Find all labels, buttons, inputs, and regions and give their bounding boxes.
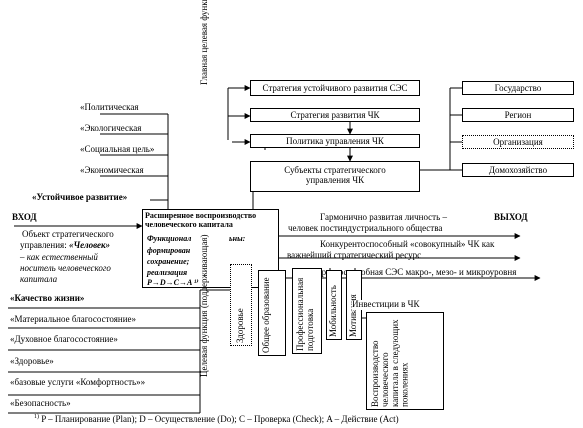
organization-box: Организация <box>462 135 574 149</box>
quality-comfort: «базовые услуги «Комфортность»» <box>10 377 146 387</box>
quality-material: «Материальное благосостояние» <box>10 314 137 324</box>
region-box: Регион <box>462 108 574 122</box>
central-line2: формирован <box>147 246 191 255</box>
central-line1b: ьны: <box>229 234 246 243</box>
reproduction-text: Воспроизводство человеческого капитала в… <box>370 319 410 407</box>
mobility-box: Мобильность <box>326 270 342 340</box>
object-line-5: капитала <box>20 274 58 284</box>
goal-political: «Политическая <box>80 102 139 112</box>
state-text: Государство <box>494 83 542 93</box>
subjects-box: Субъекты стратегического управления ЧК <box>250 161 420 192</box>
health-text: Здоровье <box>235 308 245 343</box>
output-competitive-ses: Конкурентоспособная СЭС макро-, мезо- и … <box>298 267 517 277</box>
organization-text: Организация <box>493 137 543 147</box>
footnote: 1) P – Планирование (Plan); D – Осуществ… <box>34 414 399 425</box>
household-text: Домохозяйство <box>488 165 548 175</box>
education-box: Общее образование <box>258 270 286 356</box>
health-box: Здоровье <box>230 264 252 346</box>
quality-safety: «Безопасность» <box>10 398 71 408</box>
state-box: Государство <box>462 81 574 95</box>
strategy-hc-text: Стратегия развития ЧК <box>290 110 380 120</box>
policy-hc-box: Политика управления ЧК <box>250 134 420 148</box>
central-title: Расширенное воспроизводство человеческог… <box>145 211 257 230</box>
output-competitive-hc-2: важнейший стратегический ресурс <box>287 250 422 260</box>
education-text: Общее образование <box>261 277 271 353</box>
region-text: Регион <box>504 110 532 120</box>
strategy-hc-box: Стратегия развития ЧК <box>250 108 420 122</box>
object-line-3: – как естественный <box>20 252 98 262</box>
central-line5: P→D→C→A ¹⁾ <box>147 278 199 287</box>
goal-social: «Социальная цель» <box>80 144 155 154</box>
policy-hc-text: Политика управления ЧК <box>286 136 384 146</box>
quality-of-life-label: «Качество жизни» <box>10 293 85 303</box>
goal-ecological: «Экологическая <box>80 123 142 133</box>
quality-health: «Здоровье» <box>10 356 54 366</box>
object-line-4: носитель человеческого <box>20 263 111 273</box>
output-competitive-hc-1: Конкурентоспособный «совокупный» ЧК как <box>320 239 495 249</box>
output-harmonious-1: Гармонично развитая личность – <box>320 212 447 222</box>
household-box: Домохозяйство <box>462 163 574 177</box>
output-harmonious-2: человек постиндустриального общества <box>288 223 443 233</box>
central-line4: реализация <box>147 268 188 277</box>
input-label: ВХОД <box>12 212 37 222</box>
central-line3: сохранение; <box>147 257 190 266</box>
goal-economic: «Экономическая <box>80 165 144 175</box>
object-line-2a: управления: <box>20 240 69 250</box>
professional-box: Профессиональная подготовка <box>292 268 322 354</box>
main-function-label: Главная целевая функция (управляющая) <box>199 0 209 85</box>
central-reproduction-box: Расширенное воспроизводство человеческог… <box>142 209 279 288</box>
professional-text: Профессиональная подготовка <box>295 277 315 351</box>
object-line-2: управления: «Человек» <box>20 240 111 251</box>
quality-spiritual: «Духовное благосостояние» <box>10 334 118 344</box>
footnote-sup: 1) <box>34 414 39 420</box>
mobility-text: Мобильность <box>328 285 338 337</box>
target-function-label: Целевая функция (поддерживающая) <box>199 234 209 377</box>
strategy-sustainable-box: Стратегия устойчивого развития СЭС <box>250 80 420 96</box>
subjects-text: Субъекты стратегического управления ЧК <box>284 165 386 186</box>
object-person: «Человек» <box>68 240 111 250</box>
reproduction-box: Воспроизводство человеческого капитала в… <box>366 312 444 410</box>
sustainable-development-label: «Устойчивое развитие» <box>32 192 128 202</box>
central-line1: Функционал <box>147 234 192 243</box>
footnote-text: P – Планирование (Plan); D – Осуществлен… <box>41 414 399 424</box>
investments-label: Инвестиции в ЧК <box>352 299 420 310</box>
strategy-sustainable-text: Стратегия устойчивого развития СЭС <box>262 83 408 93</box>
object-line-1: Объект стратегического <box>22 229 114 239</box>
output-label: ВЫХОД <box>494 212 528 222</box>
